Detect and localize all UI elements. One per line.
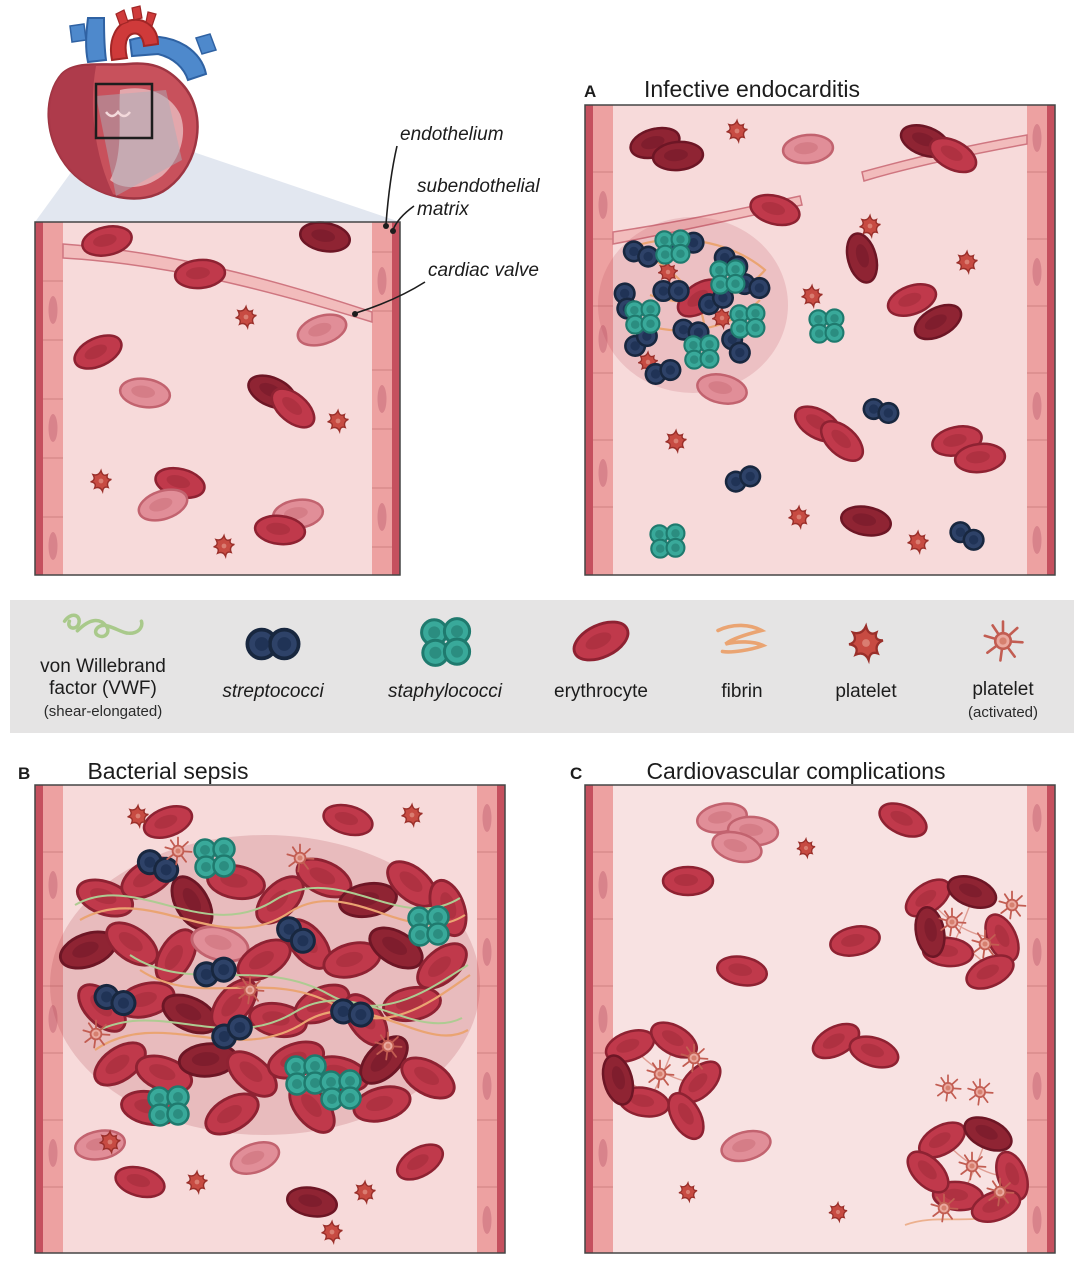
- vessel-wall-left: [585, 785, 613, 1253]
- legend-label: platelet: [972, 679, 1034, 700]
- legend-label: platelet: [835, 681, 897, 702]
- legend: von Willebrand factor (VWF) (shear-elong…: [10, 600, 1074, 733]
- label-cardiac-valve: cardiac valve: [428, 260, 539, 281]
- legend-label: von Willebrand: [40, 656, 166, 677]
- label-endothelium: endothelium: [400, 124, 504, 145]
- heart-illustration: [47, 5, 217, 200]
- legend-label: staphylococci: [388, 681, 503, 702]
- vessel-wall-right: [1027, 785, 1055, 1253]
- panel-border: [34, 784, 506, 1254]
- legend-item-streptococci: streptococci: [222, 627, 324, 702]
- leader-dot: [352, 311, 358, 317]
- legend-item-erythrocyte: erythrocyte: [554, 612, 648, 702]
- panel-c-title: Cardiovascular complications: [646, 758, 945, 784]
- legend-label: streptococci: [222, 681, 324, 702]
- platelet-rbc-aggregate: [596, 1014, 729, 1146]
- panel-b-letter: B: [18, 764, 30, 783]
- legend-label: factor (VWF): [49, 678, 157, 699]
- intro-annotations: endothelium subendothelial matrix cardia…: [352, 124, 540, 317]
- panel-a-letter: A: [584, 82, 596, 101]
- vessel-wall-left: [35, 222, 63, 575]
- platelet-rbc-aggregate: [899, 1109, 1035, 1229]
- platelet-rbc-aggregate: [898, 869, 1027, 997]
- cardiac-valve-leaflet: [62, 243, 373, 324]
- legend-item-platelet-activated: platelet (activated): [968, 620, 1038, 721]
- legend-background: [10, 600, 1074, 733]
- panel-b-title: Bacterial sepsis: [87, 758, 248, 784]
- legend-sublabel: (shear-elongated): [44, 703, 162, 720]
- streptococci-icon: [245, 627, 301, 661]
- panel-b: [34, 784, 506, 1254]
- erythrocyte: [661, 865, 715, 897]
- streptococci: [652, 279, 690, 303]
- panel-c: [584, 784, 1056, 1254]
- panel-intro: [34, 217, 401, 576]
- vessel-wall-right: [372, 222, 400, 575]
- vessel-wall-left: [35, 785, 63, 1253]
- legend-item-staphylococci: staphylococci: [388, 617, 503, 702]
- legend-item-vwf: von Willebrand factor (VWF) (shear-elong…: [40, 613, 166, 720]
- panel-border: [584, 104, 1056, 576]
- zoom-region-box: [94, 82, 154, 140]
- legend-item-platelet: platelet: [835, 624, 897, 702]
- vessel-wall-right: [477, 785, 505, 1253]
- lumen: [585, 785, 1055, 1253]
- leader-dot: [390, 228, 396, 234]
- panel-border: [34, 221, 401, 576]
- legend-label: erythrocyte: [554, 681, 648, 702]
- legend-label: fibrin: [721, 681, 762, 702]
- label-subendothelial-1: subendothelial: [417, 176, 540, 197]
- panel-a: [584, 104, 1056, 576]
- label-subendothelial-2: matrix: [417, 199, 470, 220]
- leader-dot: [383, 223, 389, 229]
- vessel-wall-left: [585, 105, 613, 575]
- legend-sublabel: (activated): [968, 704, 1038, 721]
- legend-item-fibrin: fibrin: [716, 623, 765, 702]
- fibrin-strand: [94, 1009, 469, 1051]
- septic-thrombus: [50, 835, 480, 1144]
- vwf-strand: [74, 887, 461, 916]
- panel-c-letter: C: [570, 764, 582, 783]
- vessel-wall-right: [1027, 105, 1055, 575]
- panel-border: [584, 784, 1056, 1254]
- panel-a-title: Infective endocarditis: [644, 76, 860, 102]
- vwf-strand: [129, 954, 469, 1007]
- valve-vegetation: [598, 217, 788, 393]
- vwf-strand: [89, 999, 463, 1036]
